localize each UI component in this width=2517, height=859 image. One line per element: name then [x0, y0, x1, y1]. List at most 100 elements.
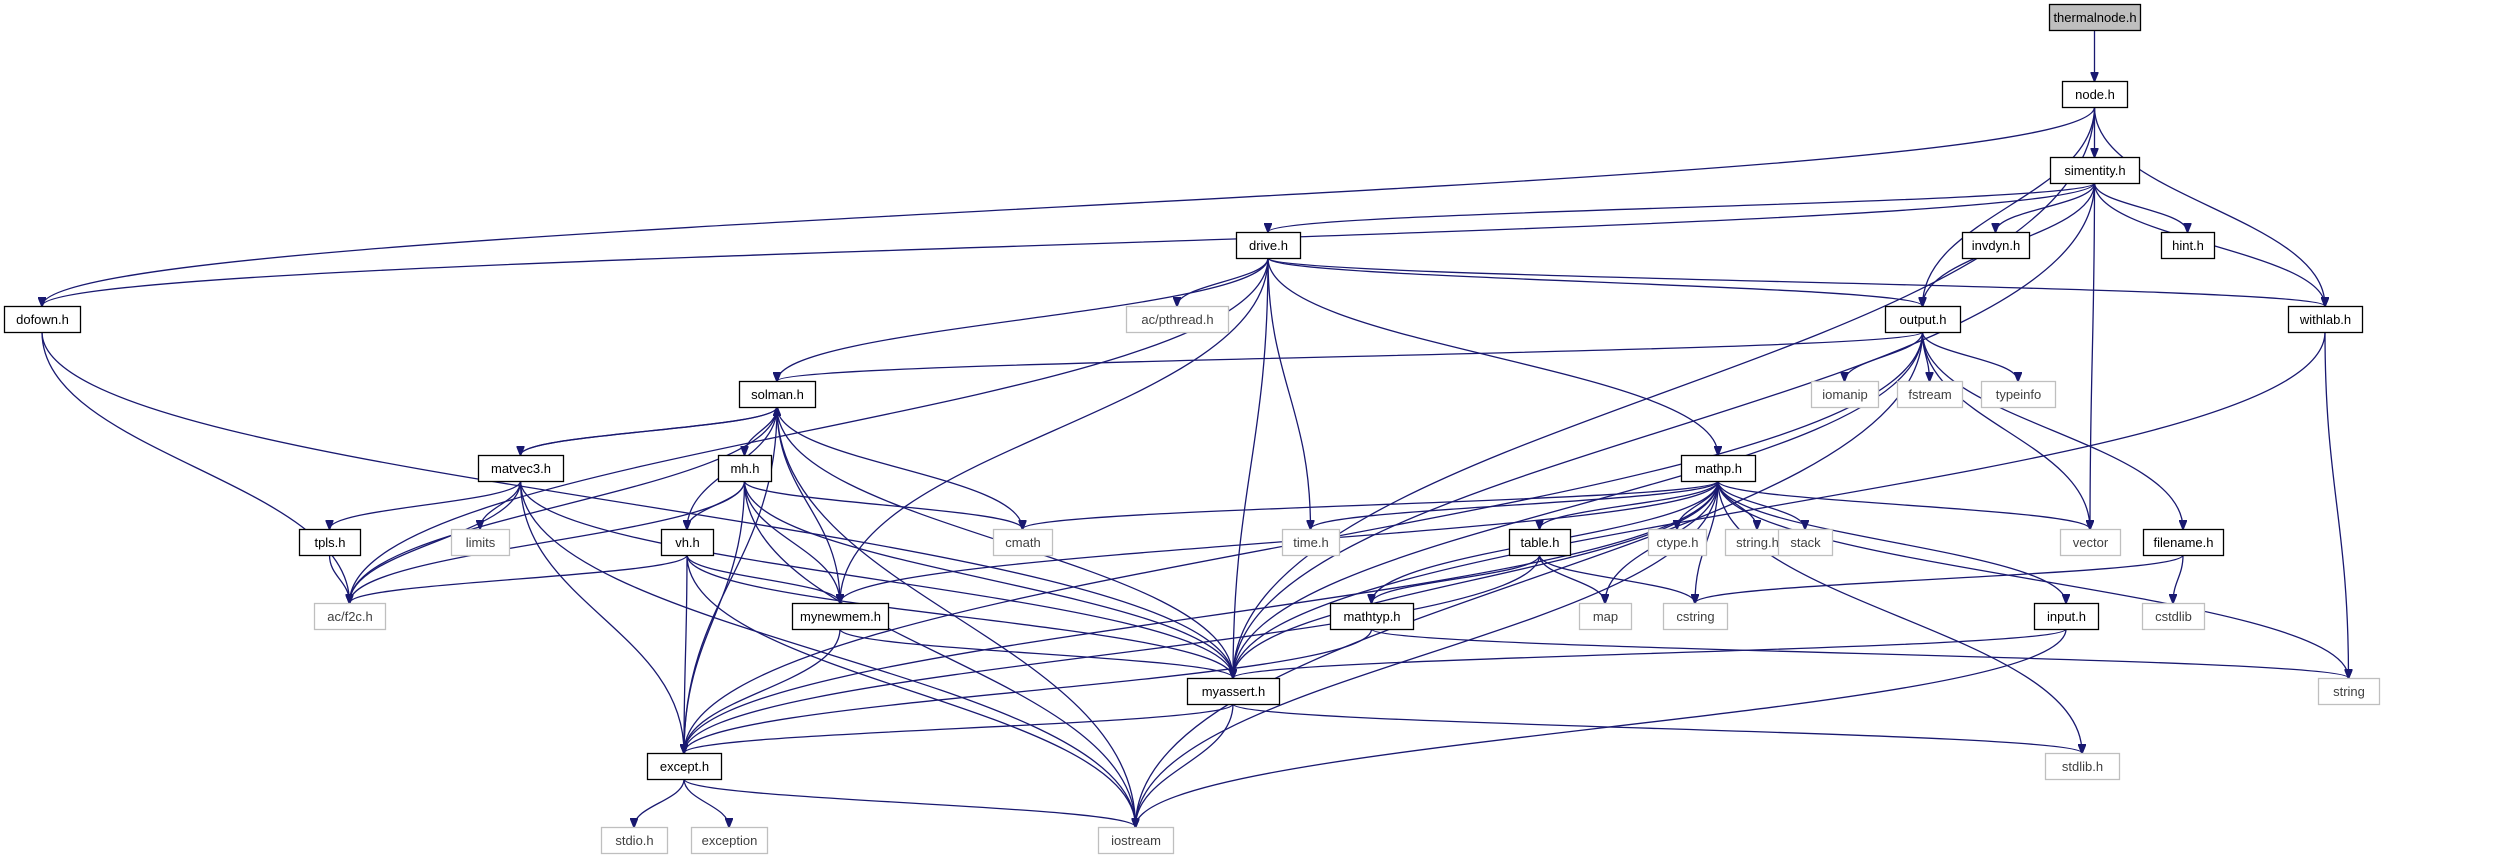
node-table-label: table.h	[1520, 535, 1559, 550]
node-matvec3-box	[477, 454, 565, 483]
node-iostream: iostream	[1097, 826, 1175, 855]
edge-mh-to-cmath	[743, 480, 1023, 529]
node-filename[interactable]: filename.h	[2142, 528, 2225, 557]
edge-mh-to-f2c	[350, 480, 746, 603]
edge-except-to-iostream	[683, 778, 1136, 827]
node-drive[interactable]: drive.h	[1235, 231, 1302, 260]
node-string: string	[2317, 677, 2381, 706]
node-mathtyp-box	[1329, 602, 1415, 631]
node-mh-label: mh.h	[731, 461, 760, 476]
node-thermalnode[interactable]: thermalnode.h	[2048, 3, 2142, 32]
node-vh[interactable]: vh.h	[660, 528, 715, 557]
node-except-label: except.h	[660, 759, 709, 774]
node-tpls-label: tpls.h	[314, 535, 345, 550]
node-withlab[interactable]: withlab.h	[2287, 305, 2364, 334]
edge-simentity-to-drive	[1268, 182, 2096, 232]
node-solman-label: solman.h	[751, 387, 804, 402]
edge-solman-to-f2c	[350, 406, 778, 603]
edge-mathp-to-myassert	[1233, 480, 1719, 678]
node-mynewmem[interactable]: mynewmem.h	[791, 602, 890, 631]
node-solman[interactable]: solman.h	[738, 380, 817, 409]
edge-mathp-to-vector	[1717, 480, 2090, 529]
edge-mathtyp-to-except	[684, 628, 1373, 753]
node-fstream-label: fstream	[1908, 387, 1951, 402]
edge-solman-to-mh	[745, 406, 778, 455]
node-mathp-label: mathp.h	[1695, 461, 1742, 476]
node-input-box	[2033, 602, 2100, 631]
edge-drive-to-solman	[777, 257, 1269, 381]
edge-node-to-output	[1923, 106, 2096, 306]
edge-drive-to-mathp	[1267, 257, 1718, 455]
edge-mh-to-except	[684, 480, 746, 753]
node-timeh-box	[1281, 528, 1341, 557]
node-mynewmem-box	[791, 602, 890, 631]
node-except[interactable]: except.h	[646, 752, 723, 781]
edge-matvec3-to-myassert	[519, 480, 1234, 678]
node-vector-box	[2059, 528, 2122, 557]
node-myassert[interactable]: myassert.h	[1186, 677, 1281, 706]
node-exception-box	[690, 826, 769, 855]
node-mh[interactable]: mh.h	[717, 454, 773, 483]
node-map-label: map	[1593, 609, 1618, 624]
node-mathp[interactable]: mathp.h	[1680, 454, 1757, 483]
node-table[interactable]: table.h	[1508, 528, 1572, 557]
node-limits-label: limits	[466, 535, 496, 550]
node-node[interactable]: node.h	[2061, 80, 2129, 109]
node-simentity[interactable]: simentity.h	[2049, 156, 2141, 185]
node-vh-box	[660, 528, 715, 557]
edge-withlab-to-string	[2324, 331, 2349, 678]
node-output[interactable]: output.h	[1884, 305, 1962, 334]
node-hint-box	[2160, 231, 2216, 260]
edge-simentity-to-vector	[2090, 182, 2096, 529]
edge-mh-to-mynewmem	[743, 480, 841, 603]
node-hint[interactable]: hint.h	[2160, 231, 2216, 260]
node-dofown[interactable]: dofown.h	[3, 305, 82, 334]
node-mh-box	[717, 454, 773, 483]
edge-simentity-to-invdyn	[1996, 182, 2096, 232]
node-stack-box	[1777, 528, 1834, 557]
node-hint-label: hint.h	[2172, 238, 2204, 253]
node-typeinfo-label: typeinfo	[1996, 387, 2042, 402]
node-pthread-box	[1125, 305, 1230, 334]
edge-simentity-to-dofown	[42, 182, 2096, 306]
node-mathtyp-label: mathtyp.h	[1343, 609, 1400, 624]
edge-output-to-filename	[1921, 331, 2184, 529]
edge-simentity-to-hint	[2093, 182, 2188, 232]
node-solman-box	[738, 380, 817, 409]
node-stack: stack	[1777, 528, 1834, 557]
node-invdyn[interactable]: invdyn.h	[1961, 231, 2031, 260]
node-vector-label: vector	[2073, 535, 2109, 550]
node-cstring: cstring	[1662, 602, 1729, 631]
node-stdio: stdio.h	[600, 826, 669, 855]
edge-input-to-iostream	[1136, 628, 2067, 827]
node-mathtyp[interactable]: mathtyp.h	[1329, 602, 1415, 631]
node-matvec3[interactable]: matvec3.h	[477, 454, 565, 483]
node-cmath-label: cmath	[1005, 535, 1040, 550]
node-iomanip-label: iomanip	[1822, 387, 1868, 402]
node-exception: exception	[690, 826, 769, 855]
node-pthread: ac/pthread.h	[1125, 305, 1230, 334]
edge-mathp-to-stack	[1717, 480, 1805, 529]
edge-input-to-myassert	[1233, 628, 2067, 678]
node-output-label: output.h	[1900, 312, 1947, 327]
node-matvec3-label: matvec3.h	[491, 461, 551, 476]
node-pthread-label: ac/pthread.h	[1141, 312, 1213, 327]
edge-matvec3-to-tpls	[330, 480, 522, 529]
node-stdlib-label: stdlib.h	[2062, 759, 2103, 774]
edge-node-to-myassert	[1233, 106, 2096, 678]
node-iomanip: iomanip	[1810, 380, 1880, 409]
edge-vh-to-f2c	[350, 554, 688, 603]
edge-output-to-solman	[777, 331, 1924, 381]
node-ctype-label: ctype.h	[1657, 535, 1699, 550]
node-timeh: time.h	[1281, 528, 1341, 557]
node-cstdlib-label: cstdlib	[2155, 609, 2192, 624]
node-invdyn-box	[1961, 231, 2031, 260]
node-tpls[interactable]: tpls.h	[298, 528, 362, 557]
edge-output-to-iostream	[1136, 331, 1924, 827]
node-filename-box	[2142, 528, 2225, 557]
edge-mathp-to-timeh	[1311, 480, 1719, 529]
edge-mathp-to-stdlib	[1717, 480, 2082, 753]
edge-except-to-stdio	[634, 778, 685, 827]
node-input[interactable]: input.h	[2033, 602, 2100, 631]
node-cstring-label: cstring	[1676, 609, 1714, 624]
